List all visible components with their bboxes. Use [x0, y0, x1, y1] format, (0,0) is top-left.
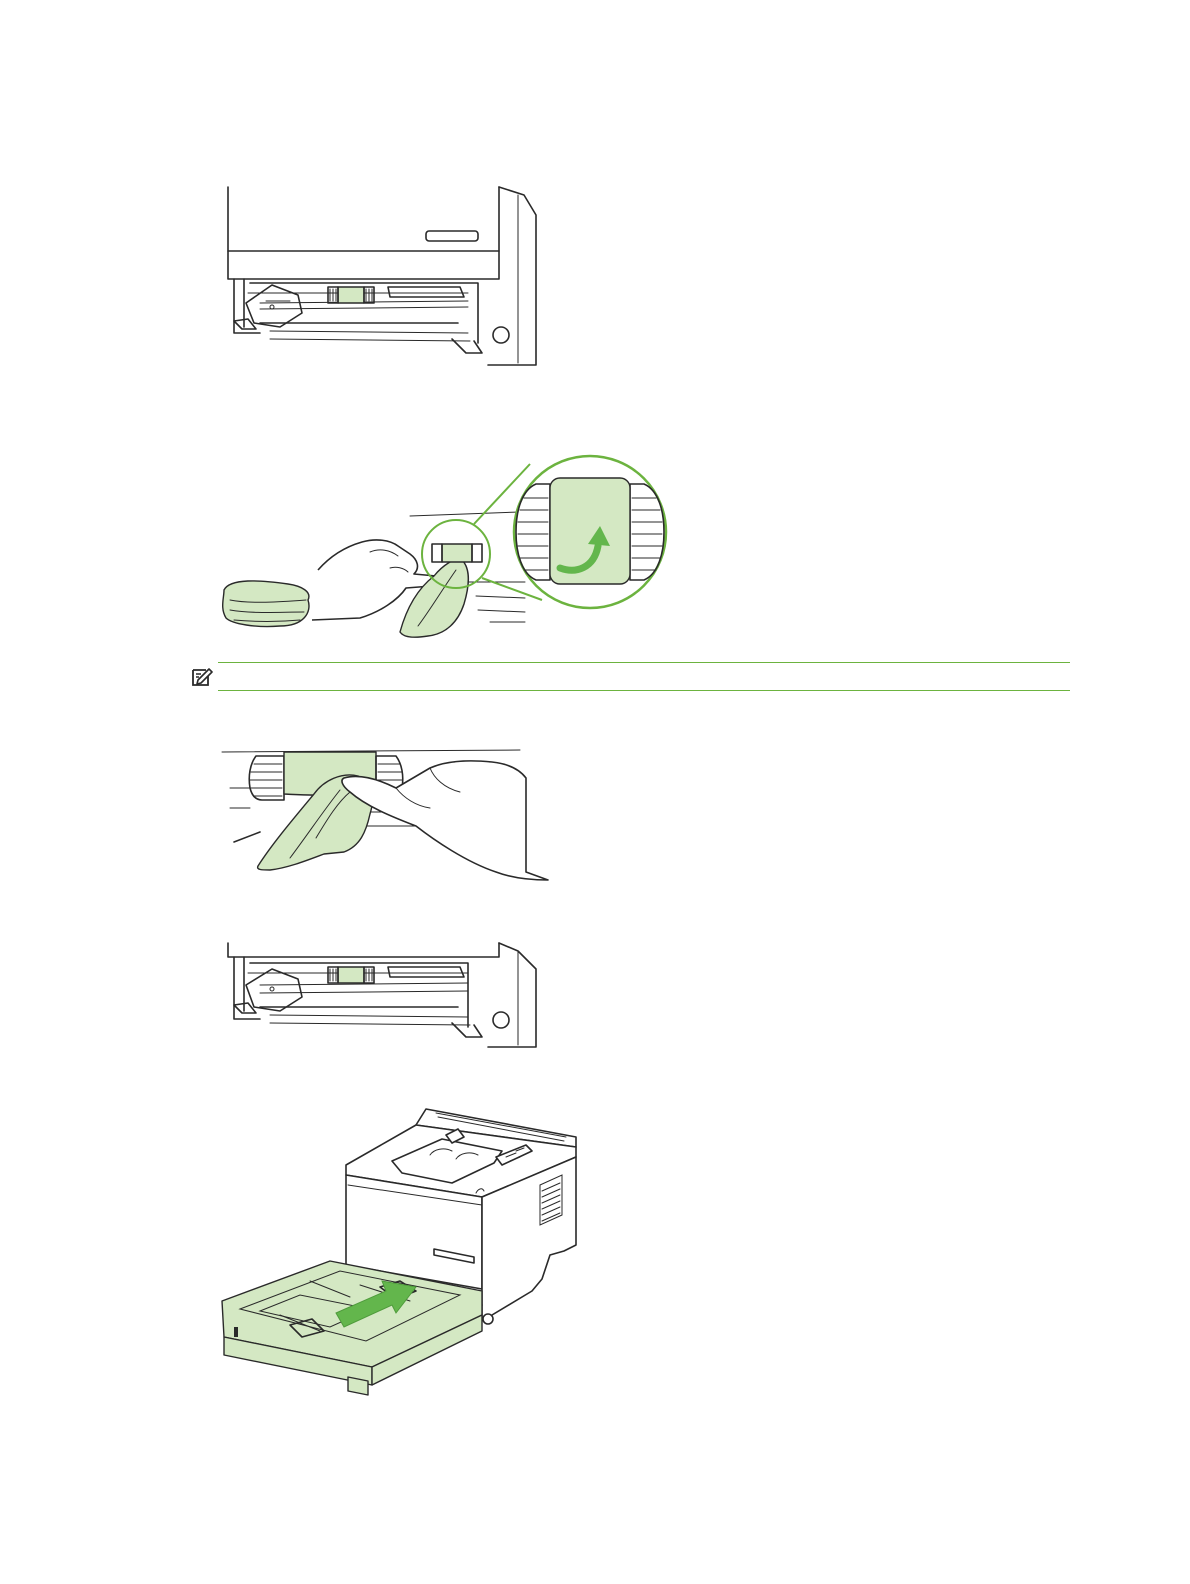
reinsert-tray-illustration: [220, 1105, 585, 1400]
note-pencil-icon: [191, 666, 213, 688]
clean-roller-detail-illustration: [220, 450, 670, 640]
roller-clean-view-illustration: [220, 943, 545, 1053]
pickup-roller-location-illustration: [220, 183, 545, 373]
note-bottom-rule: [218, 690, 1070, 691]
wipe-roller-illustration: [220, 748, 555, 883]
note-top-rule: [218, 662, 1070, 663]
